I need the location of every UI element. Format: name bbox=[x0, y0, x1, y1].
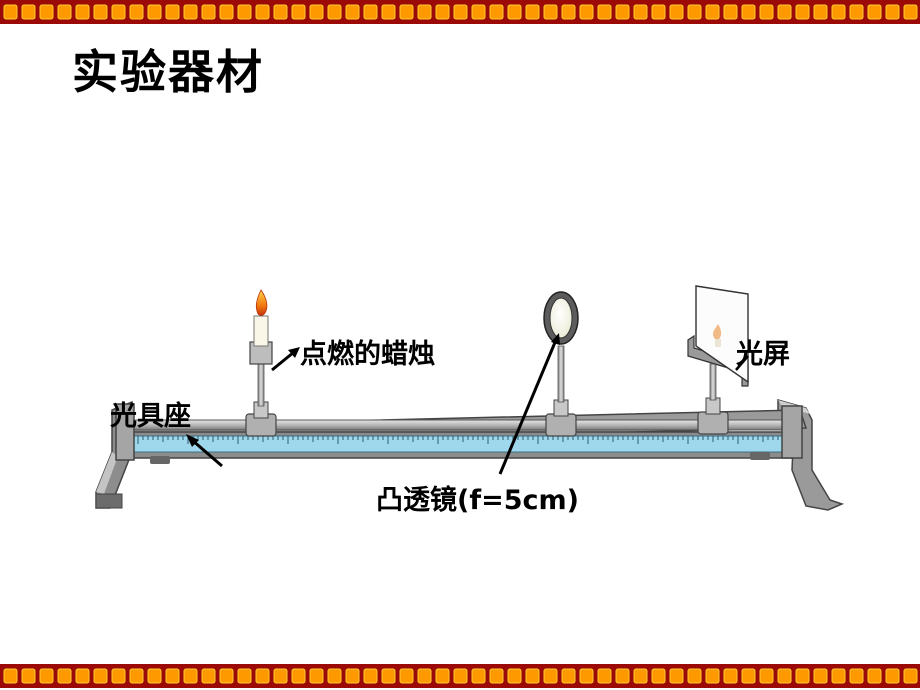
bench-body bbox=[115, 403, 808, 464]
lens-pointer-arrow bbox=[498, 333, 560, 475]
convex-lens bbox=[543, 291, 579, 345]
candle-pointer-arrow bbox=[271, 347, 300, 372]
candle-holder bbox=[245, 341, 277, 437]
slide-title: 实验器材 bbox=[72, 45, 264, 99]
light-screen bbox=[695, 285, 749, 384]
lens-holder bbox=[545, 345, 577, 437]
screen-label: 光屏 bbox=[736, 339, 790, 370]
candle bbox=[253, 310, 269, 347]
candle-label: 点燃的蜡烛 bbox=[300, 339, 435, 370]
lens-label: 凸透镜(f=5cm) bbox=[376, 485, 579, 516]
bench-pointer-arrow bbox=[186, 434, 223, 468]
top-film-strip-border bbox=[0, 0, 920, 24]
optical-bench-label: 光具座 bbox=[110, 401, 191, 432]
bottom-film-strip-border bbox=[0, 664, 920, 688]
candle-flame-icon bbox=[255, 289, 268, 316]
screen-pointer-arrow bbox=[735, 355, 749, 371]
